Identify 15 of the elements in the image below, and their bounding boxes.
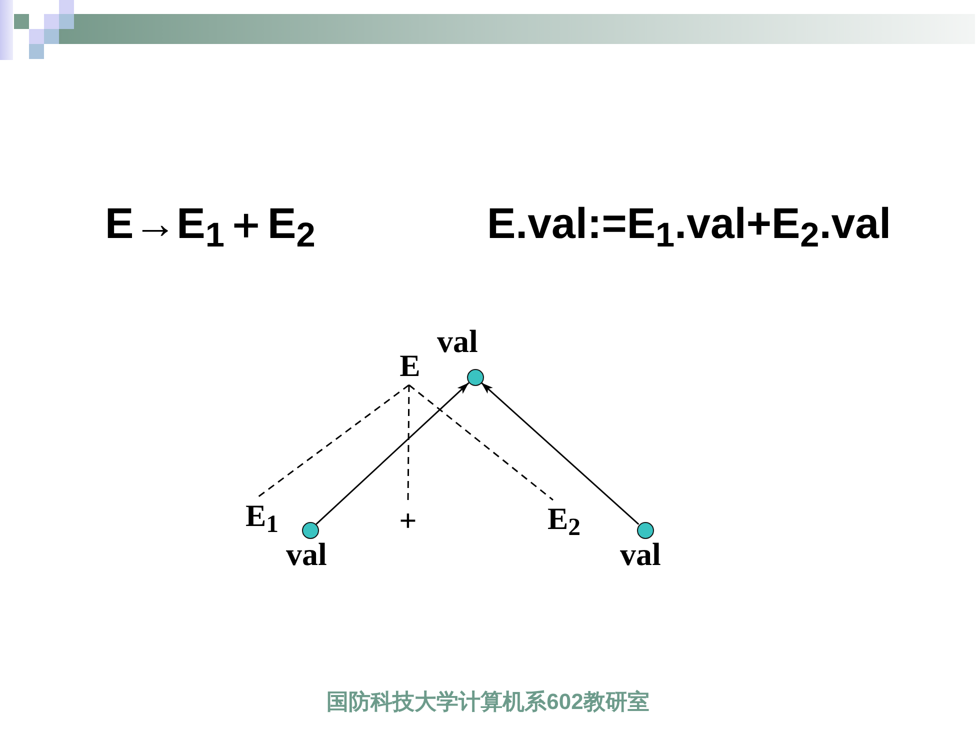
arrow (316, 382, 470, 525)
footer-text: 国防科技大学计算机系602教研室 (326, 691, 650, 713)
grammar-symbol: E$_{2}$ (547, 502, 581, 536)
arrow (480, 382, 640, 525)
dashed-line (258, 384, 410, 498)
dashed-line (407, 385, 410, 502)
dashed-line (408, 384, 554, 501)
attribute-label: val (620, 538, 661, 570)
grammar-symbol: E (400, 348, 420, 384)
production-rule: E→E$_{1}$＋E$_{2}$ (105, 203, 316, 246)
attribute-label: val (437, 324, 478, 356)
attribute-label: val (286, 538, 327, 570)
semantic-rule: E.val:=E$_{1}$.val+E$_{2}$.val (487, 203, 892, 246)
grammar-symbol: E$_{1}$ (245, 498, 279, 534)
grammar-symbol: + (399, 504, 417, 538)
